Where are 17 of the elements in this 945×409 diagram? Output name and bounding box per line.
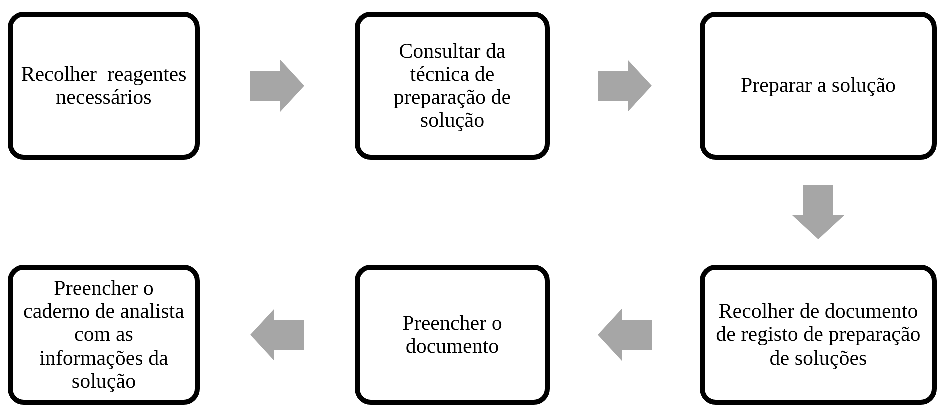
process-box bbox=[700, 12, 937, 160]
process-box bbox=[8, 12, 200, 160]
process-box bbox=[8, 265, 200, 405]
step-text: Preparar a solução bbox=[740, 74, 896, 98]
block-arrow bbox=[792, 186, 844, 240]
step-text: Consultar da técnica de preparação de solução bbox=[392, 40, 512, 132]
block-arrow bbox=[250, 60, 304, 112]
block-arrow bbox=[598, 60, 652, 112]
step-text: Recolher de documento de registo de preparação de soluções bbox=[715, 300, 922, 370]
block-arrow bbox=[250, 309, 304, 361]
step-text: Preencher o caderno de analista com as informações da solução bbox=[22, 277, 186, 393]
block-arrow bbox=[598, 309, 652, 361]
process-box bbox=[355, 12, 550, 160]
step-text: Recolher reagentes necessários bbox=[21, 62, 187, 110]
process-box bbox=[355, 265, 550, 405]
step-text: Preencher o documento bbox=[402, 312, 504, 358]
process-box bbox=[700, 265, 937, 405]
